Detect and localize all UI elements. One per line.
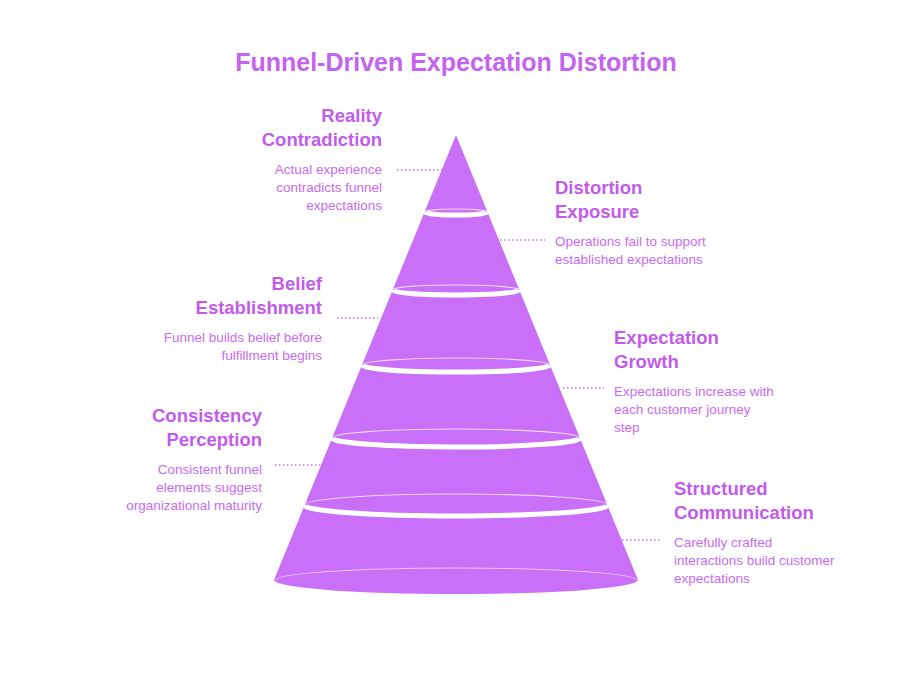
band-ring [362, 365, 551, 372]
stage-heading: Structured Communication [674, 477, 842, 525]
funnel-stage-label: Expectation GrowthExpectations increase … [614, 326, 779, 437]
stage-description: Actual experience contradicts funnel exp… [232, 161, 382, 215]
stage-heading: Distortion Exposure [555, 176, 715, 224]
stage-heading: Reality Contradiction [232, 104, 382, 152]
band-ring [362, 358, 551, 365]
stage-description: Expectations increase with each customer… [614, 383, 779, 437]
stage-description: Funnel builds belief before fulfillment … [150, 329, 322, 365]
band-ring [392, 285, 519, 290]
funnel-stage-label: Consistency PerceptionConsistent funnel … [105, 404, 262, 515]
leader-lines [275, 170, 660, 540]
funnel-stage-label: Distortion ExposureOperations fail to su… [555, 176, 715, 269]
leader-line [563, 387, 604, 389]
leader-line [337, 317, 378, 319]
stage-description: Consistent funnel elements suggest organ… [105, 461, 262, 515]
leader-line [500, 239, 545, 241]
band-ring [392, 290, 519, 295]
band-ring [276, 568, 636, 580]
stage-heading: Consistency Perception [105, 404, 262, 452]
stage-description: Operations fail to support established e… [555, 233, 715, 269]
stage-description: Carefully crafted interactions build cus… [674, 534, 842, 588]
band-ring [304, 494, 607, 505]
band-ring [332, 429, 580, 438]
funnel-stage-label: Belief EstablishmentFunnel builds belief… [150, 272, 322, 365]
leader-line [275, 464, 320, 466]
stage-heading: Belief Establishment [150, 272, 322, 320]
funnel-stage-label: Structured CommunicationCarefully crafte… [674, 477, 842, 588]
leader-line [397, 169, 452, 171]
band-ring [304, 505, 607, 516]
leader-line [622, 539, 660, 541]
diagram-title: Funnel-Driven Expectation Distortion [0, 48, 912, 77]
funnel-stage-label: Reality ContradictionActual experience c… [232, 104, 382, 215]
band-ring [424, 209, 487, 212]
stage-heading: Expectation Growth [614, 326, 779, 374]
band-ring [424, 212, 487, 215]
band-ring [332, 438, 580, 447]
